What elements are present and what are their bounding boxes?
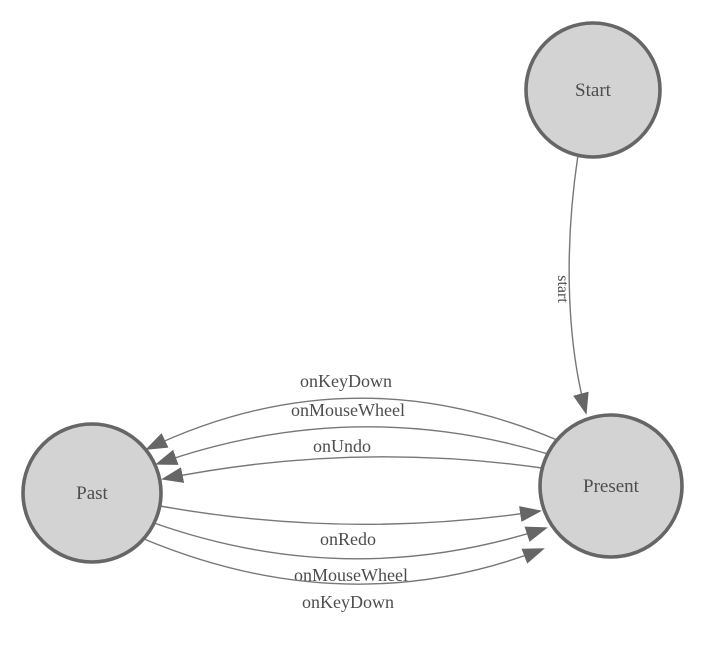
edge-label-onmousewheel-top: onMouseWheel	[291, 400, 405, 420]
node-present-circle	[538, 413, 684, 559]
edge-present-to-past-onmousewheel-path	[155, 426, 549, 465]
node-present-label: Present	[583, 476, 640, 497]
node-start: Start	[524, 21, 662, 159]
node-start-circle	[524, 21, 662, 159]
edge-present-to-past-onundo: onUndo	[161, 436, 543, 483]
edge-label-onmousewheel-bottom: onMouseWheel	[294, 565, 408, 585]
edge-label-onredo: onRedo	[320, 529, 376, 549]
edge-present-to-past-onkeydown: onKeyDown	[145, 371, 558, 450]
node-start-label: Start	[575, 80, 612, 101]
node-past-label: Past	[76, 483, 108, 504]
edge-present-to-past-onkeydown-path	[145, 397, 558, 450]
node-present: Present	[538, 413, 684, 559]
edge-label-onundo: onUndo	[313, 436, 371, 456]
edge-past-to-present-onredo: onRedo	[159, 505, 542, 549]
edge-past-to-present-onredo-path	[159, 505, 542, 526]
edge-label-onkeydown-top: onKeyDown	[300, 371, 392, 391]
node-past: Past	[21, 422, 163, 564]
edge-present-to-past-onundo-path	[161, 456, 543, 483]
node-past-circle	[21, 422, 163, 564]
edge-start-to-present: start	[554, 154, 589, 415]
edge-label-start: start	[554, 275, 571, 303]
edge-past-to-present-onmousewheel: onMouseWheel	[153, 522, 548, 585]
edge-past-to-present-onmousewheel-path	[153, 522, 548, 560]
edge-label-onkeydown-bottom: onKeyDown	[302, 592, 394, 612]
edge-present-to-past-onmousewheel: onMouseWheel	[155, 400, 549, 465]
edge-start-to-present-path	[568, 154, 589, 415]
edge-past-to-present-onkeydown: onKeyDown	[143, 538, 545, 612]
edge-past-to-present-onkeydown-path	[143, 538, 545, 585]
